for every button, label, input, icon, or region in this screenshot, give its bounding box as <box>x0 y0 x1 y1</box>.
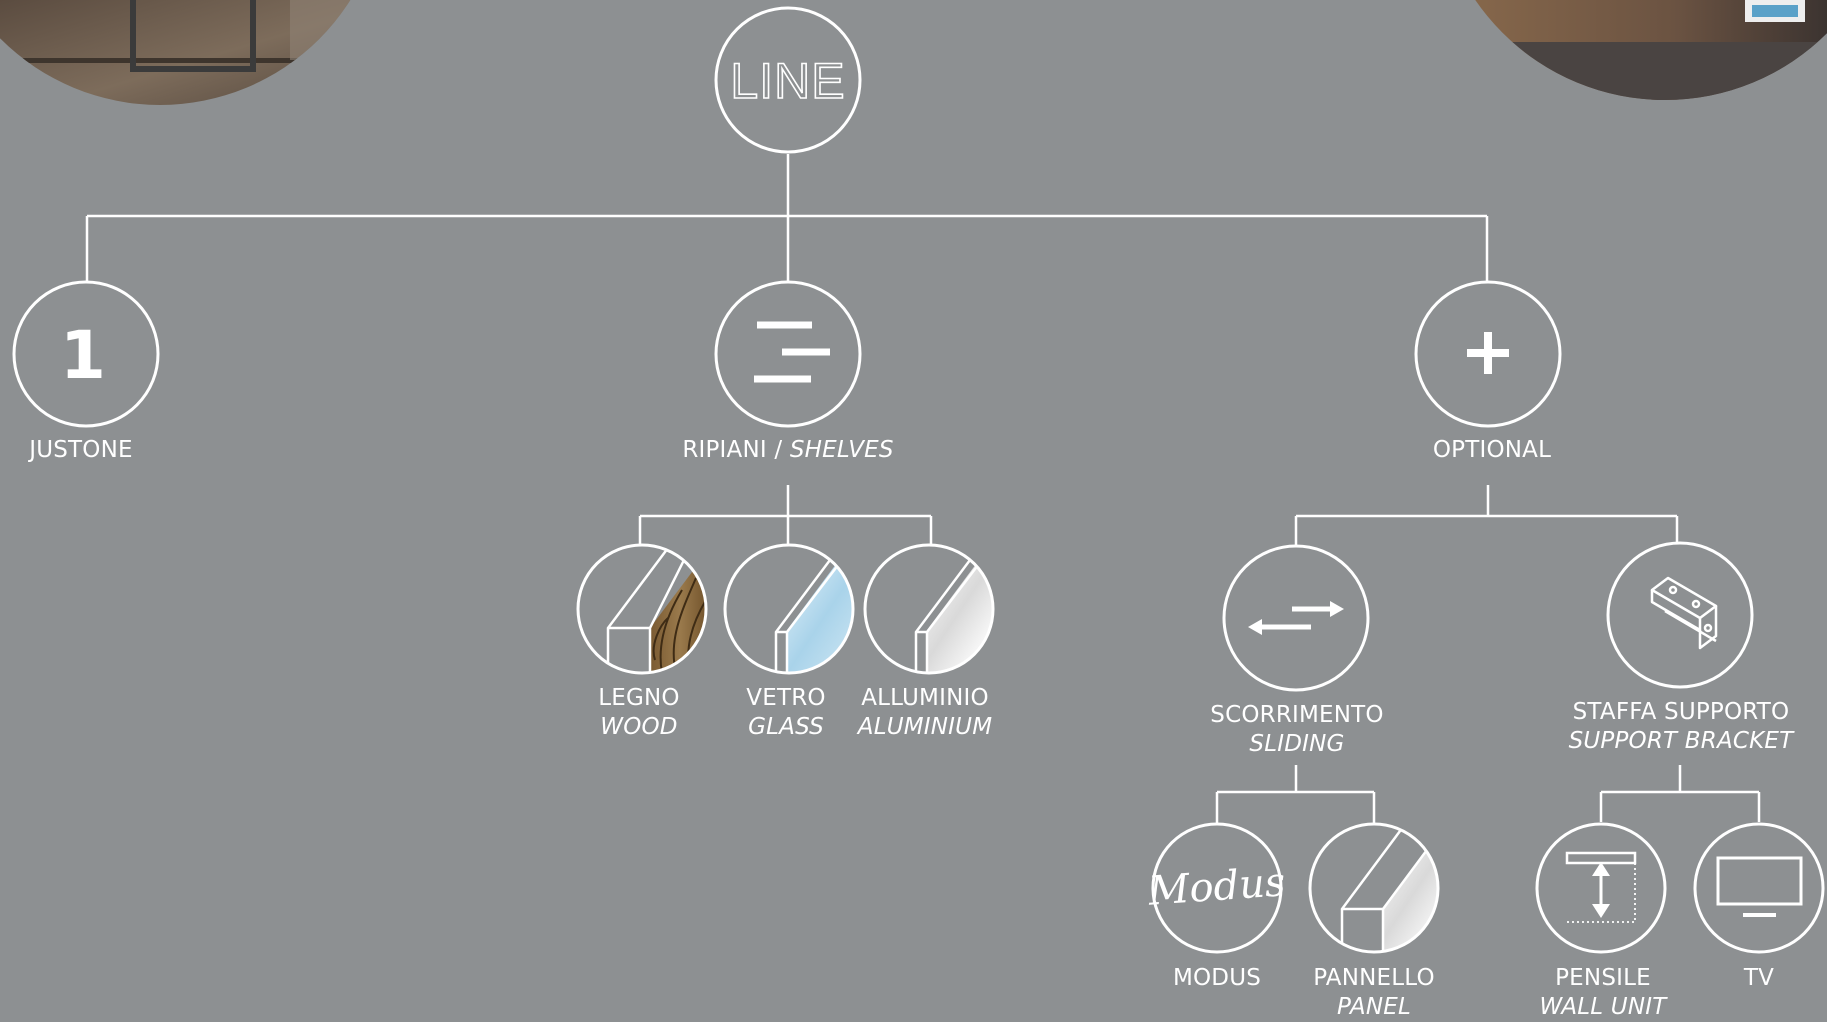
shelves-node <box>714 280 862 428</box>
line-logo-text: LINE <box>730 53 845 109</box>
support-bracket-icon <box>1650 576 1718 650</box>
bracket-label-text: STAFFA SUPPORTO <box>1572 699 1790 725</box>
corner-photo-right <box>1440 0 1827 100</box>
wood-node <box>576 543 708 675</box>
shelves-icon <box>754 321 830 383</box>
wall-unit-label: PENSILE WALL UNIT <box>1540 964 1667 1022</box>
justone-label: JUSTONE <box>29 436 133 465</box>
panel-label-text: PANNELLO <box>1313 965 1435 991</box>
aluminium-node <box>863 543 995 675</box>
wall-unit-label-text: PENSILE <box>1555 965 1651 991</box>
glass-label-text: VETRO <box>746 685 826 711</box>
sliding-node <box>1222 544 1370 692</box>
bracket-label-italic: SUPPORT BRACKET <box>1568 728 1794 754</box>
modus-logo-icon: Modus <box>1146 859 1287 915</box>
optional-label: OPTIONAL <box>1433 436 1551 465</box>
sliding-arrows-icon <box>1248 601 1344 635</box>
wood-label-text: LEGNO <box>598 685 680 711</box>
corner-photo-left <box>0 0 385 105</box>
glass-label-italic: GLASS <box>748 714 824 740</box>
justone-node: 1 <box>12 280 160 428</box>
modus-label-text: MODUS <box>1172 965 1262 991</box>
aluminium-label-italic: ALUMINIUM <box>857 714 993 740</box>
aluminium-label-text: ALLUMINIO <box>861 685 989 711</box>
wood-label: LEGNO WOOD <box>598 684 679 742</box>
wall-unit-node <box>1535 822 1667 954</box>
sliding-label-text: SCORRIMENTO <box>1210 702 1384 728</box>
shelves-label: RIPIANI / SHELVES <box>682 436 893 465</box>
modus-label: MODUS <box>1173 964 1261 993</box>
bracket-node <box>1606 541 1754 689</box>
number-one-icon: 1 <box>60 317 106 394</box>
tv-label: TV <box>1744 964 1774 993</box>
aluminium-label: ALLUMINIO ALUMINIUM <box>858 684 992 742</box>
tv-node <box>1693 822 1825 954</box>
optional-label-text: OPTIONAL <box>1432 437 1552 463</box>
shelves-label-text: RIPIANI / <box>682 437 790 463</box>
root-line-node: LINE <box>714 6 862 154</box>
optional-node <box>1414 280 1562 428</box>
tv-label-text: TV <box>1743 965 1775 991</box>
sliding-label-italic: SLIDING <box>1249 731 1345 757</box>
wood-label-italic: WOOD <box>600 714 678 740</box>
modus-node: Modus <box>1146 822 1287 954</box>
sliding-label: SCORRIMENTO SLIDING <box>1210 701 1383 759</box>
wall-unit-label-italic: WALL UNIT <box>1539 994 1667 1020</box>
justone-label-text: JUSTONE <box>29 437 133 463</box>
glass-label: VETRO GLASS <box>746 684 825 742</box>
panel-label-italic: PANEL <box>1336 994 1411 1020</box>
shelves-label-italic: SHELVES <box>789 437 894 463</box>
connector-lines <box>85 154 1761 824</box>
wall-unit-icon <box>1565 851 1637 923</box>
bracket-label: STAFFA SUPPORTO SUPPORT BRACKET <box>1569 698 1794 756</box>
glass-node <box>723 543 855 675</box>
panel-label: PANNELLO PANEL <box>1313 964 1435 1022</box>
tv-icon <box>1716 856 1803 917</box>
plus-icon <box>1467 332 1509 374</box>
panel-node <box>1308 822 1440 954</box>
